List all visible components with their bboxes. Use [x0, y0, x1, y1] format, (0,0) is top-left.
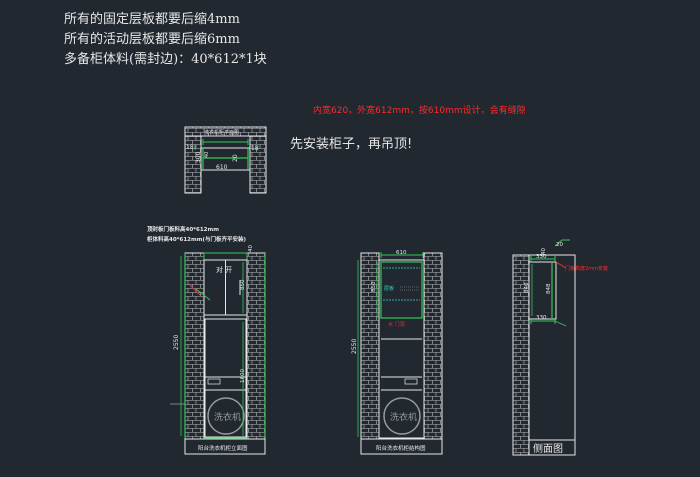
structure-view-caption-box [360, 438, 443, 455]
top-view-dim-depth-right: 20 [232, 154, 239, 162]
structure-view-washer-drum [383, 397, 421, 435]
front-view-wall-left [184, 252, 205, 440]
structure-view-dim-width: 610 [396, 250, 407, 256]
note-movable-shelves: 所有的活动层板都要后缩6mm [64, 32, 240, 47]
top-view-dim-right: 18 [251, 145, 259, 152]
front-view-green-edges [184, 253, 266, 439]
side-view-top-dimension [530, 256, 556, 262]
structure-view-dim-upper: 850 [371, 281, 377, 292]
side-view-leader-top [554, 239, 570, 247]
front-view-door-label: 对 开 [216, 265, 232, 274]
side-view-dim-height-left: 840 [524, 282, 530, 293]
top-view-dim-depth-left: 300 [195, 151, 202, 163]
front-view-caption: 阳台洗衣机柜立面图 [198, 444, 248, 452]
structure-view: 610 层板 水 门洞 洗衣机 2550 850 阳台洗衣机柜结构图 [351, 250, 443, 455]
side-view-dim-top-left: 330 [536, 254, 547, 260]
side-view-caption-box [528, 439, 576, 456]
top-view-cabinet-outline [200, 147, 251, 171]
front-view-green-leader [195, 288, 211, 301]
front-view-washer-top [205, 376, 246, 391]
front-view-caption-box [184, 438, 266, 455]
top-view-dim-width: 610 [216, 164, 228, 171]
structure-view-washer-panel [404, 378, 418, 385]
note-spare-material: 多备柜体料(需封边)：40*612*1块 [64, 52, 267, 67]
side-view-caption: 侧面图 [533, 442, 563, 455]
front-view-wall-right [246, 252, 266, 440]
note-fixed-shelves: 所有的固定层板都要后缩4mm [64, 12, 240, 27]
structure-view-cabinet-outline [378, 259, 425, 439]
front-view: 顶封板门板料高40*612mm 柜体料高40*612mm(与门板齐平安装) 对 … [146, 225, 266, 455]
front-view-dim-upper: 850 [240, 279, 246, 290]
front-view-note-body-material: 柜体料高40*612mm(与门板齐平安装) [146, 235, 246, 243]
structure-view-dotted-lines [400, 286, 420, 291]
top-view-side-ticks [194, 145, 257, 150]
side-view-red-label: 门板高度2mm安装 [565, 265, 608, 272]
top-view-dim-left: 18 [186, 144, 194, 151]
front-view-note-top-panel: 顶封板门板料高40*612mm [147, 225, 219, 233]
structure-view-washer-top [381, 376, 422, 391]
top-view-title: 洗衣机柜平面图 [204, 129, 239, 136]
front-view-dim-top-right: 40 [248, 245, 254, 252]
front-view-dim-lower: 1600 [240, 369, 246, 383]
front-view-dim-total: 2550 [173, 335, 180, 350]
side-view-dim-top-small: 20 [556, 242, 563, 248]
structure-view-dim-total: 2550 [351, 339, 358, 354]
width-warning-note: 内宽620，外宽612mm，按610mm设计，会有缝隙 [313, 104, 526, 116]
side-view-dim-height-inner: 848 [546, 283, 552, 294]
structure-view-red-label: 水 门洞 [388, 321, 405, 328]
side-view-dim-top-small2: 40 [541, 248, 547, 255]
structure-view-width-dimension [380, 252, 424, 258]
side-view-red-leader [555, 261, 567, 269]
front-view-lower-niche [204, 318, 247, 438]
side-view: 330 20 40 门板高度2mm安装 840 848 330 侧面图 [512, 239, 608, 456]
front-view-top-panel [203, 252, 248, 261]
structure-view-caption: 阳台洗衣机柜结构图 [376, 444, 426, 452]
top-view-wall-top [184, 126, 267, 137]
front-view-washer-panel [207, 378, 221, 385]
structure-view-shelf-label: 层板 [384, 285, 394, 292]
side-view-cabinet-outline [529, 261, 557, 320]
front-view-washer-label: 洗衣机 [214, 411, 241, 423]
front-view-washer-drum [207, 397, 245, 435]
top-view: 洗衣机柜平面图 18 18 300 20 610 40 [184, 126, 267, 194]
structure-view-wall-right [423, 252, 443, 440]
structure-view-wall-left [360, 252, 380, 440]
structure-view-washer-label: 洗衣机 [390, 411, 417, 423]
top-view-width-dimension [202, 139, 249, 145]
side-view-leader-bottom [554, 320, 567, 327]
install-order-note: 先安装柜子，再吊顶! [290, 137, 412, 152]
top-view-green-panels [202, 148, 249, 170]
top-view-dim-small: 40 [204, 152, 210, 158]
front-view-red-marker [189, 284, 201, 296]
structure-view-upper-carcass [380, 261, 423, 319]
side-view-dim-bottom: 330 [536, 315, 547, 321]
